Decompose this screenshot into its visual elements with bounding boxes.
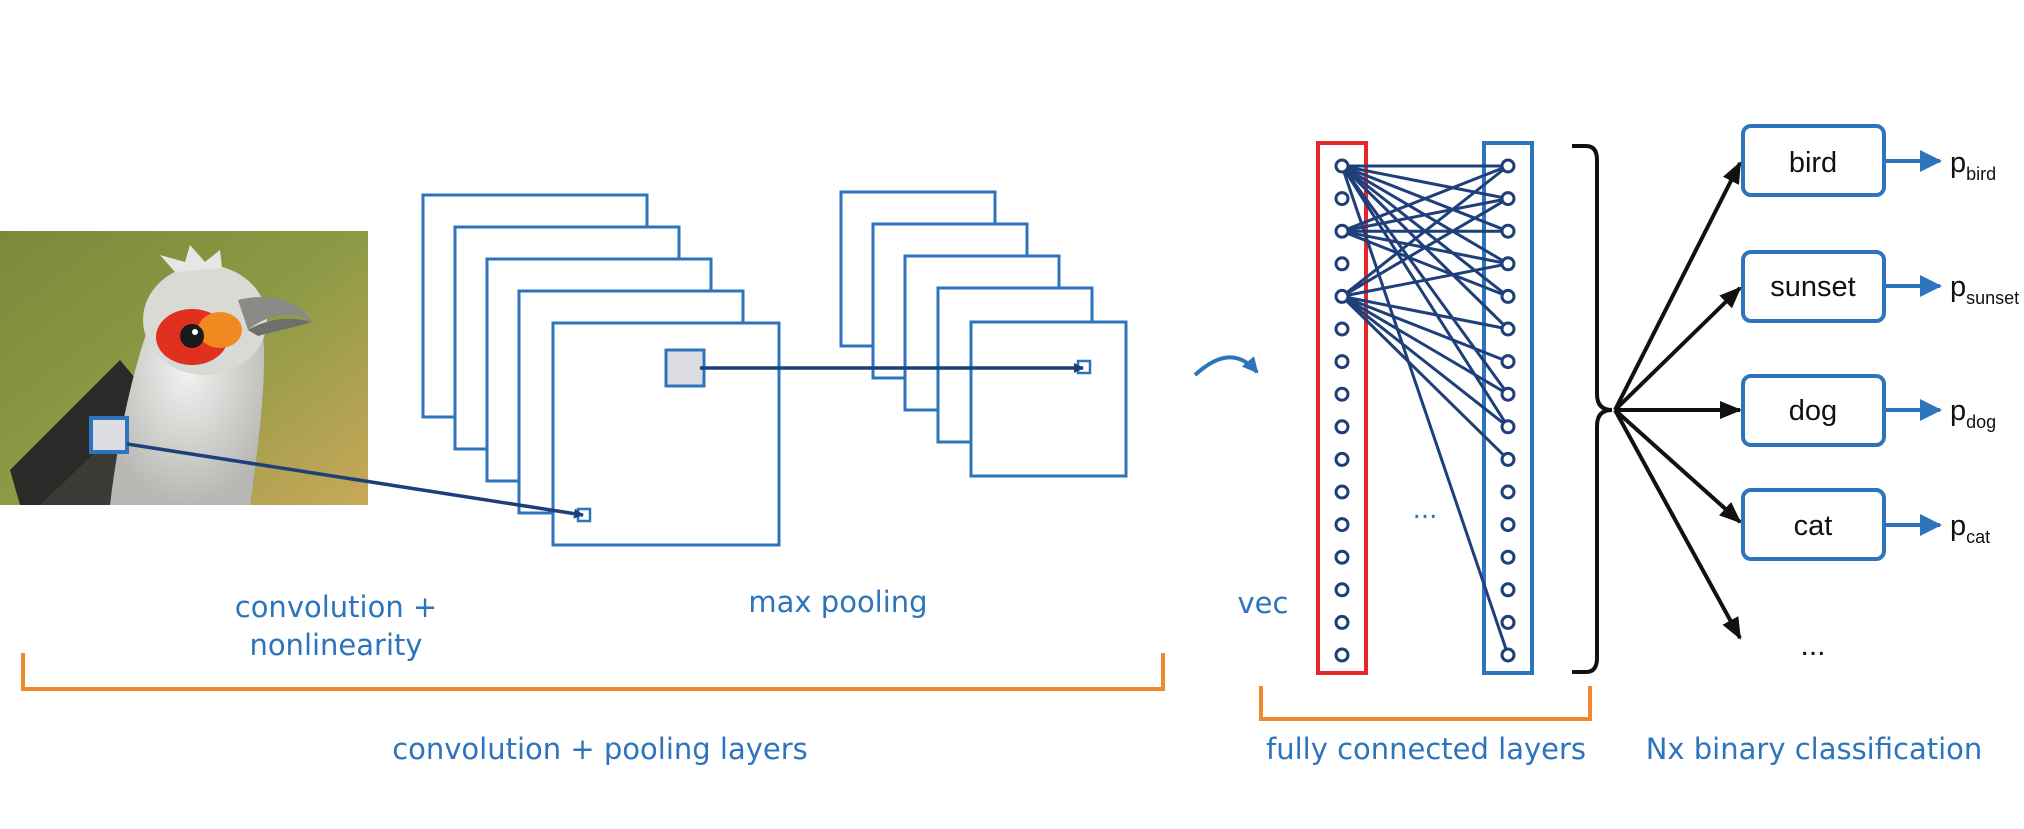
hidden-node: [1500, 647, 1516, 663]
hidden-node: [1500, 549, 1516, 565]
vec-node: [1334, 288, 1350, 304]
convolution-label-line1: convolution +: [235, 590, 437, 624]
vec-node: [1334, 321, 1350, 337]
flatten-arrow: [1193, 355, 1259, 377]
vec-node: [1334, 386, 1350, 402]
fc-output-bracket: [1572, 144, 1613, 674]
fc-connection: [1340, 165, 1510, 428]
hidden-node: [1500, 484, 1516, 500]
fc-connection: [1341, 164, 1509, 298]
class-label-cat: cat: [1794, 510, 1833, 542]
bird-photo: [0, 231, 368, 505]
fc-connection: [1341, 197, 1509, 233]
conv-pool-bracket: [21, 653, 1165, 691]
hidden-node: [1500, 158, 1516, 174]
vec-node: [1334, 647, 1350, 663]
vec-node: [1334, 451, 1350, 467]
vec-node: [1334, 549, 1350, 565]
hidden-node: [1500, 386, 1516, 402]
vec-node: [1334, 256, 1350, 272]
class-box-bird: bird pbird: [1741, 124, 1996, 197]
prob-sunset: psunset: [1950, 271, 2019, 308]
fc-connection: [1341, 164, 1509, 233]
fc-connection: [1341, 229, 1509, 298]
hidden-node: [1500, 419, 1516, 435]
more-classes-ellipsis: ...: [1800, 629, 1825, 662]
vec-node: [1334, 419, 1350, 435]
fc-connections: [1340, 164, 1510, 656]
prob-cat: pcat: [1950, 510, 1990, 547]
conv-pool-layers-label: convolution + pooling layers: [392, 732, 808, 766]
class-label-dog: dog: [1789, 395, 1837, 427]
convolution-feature-maps: [421, 193, 781, 547]
fc-connection: [1341, 262, 1509, 298]
convolution-label-line2: nonlinearity: [249, 628, 422, 662]
class-box-sunset: sunset psunset: [1741, 250, 2019, 323]
hidden-nodes: [1500, 158, 1516, 663]
hidden-node: [1500, 582, 1516, 598]
class-label-bird: bird: [1789, 147, 1837, 179]
hidden-node: [1500, 451, 1516, 467]
pool-map-5: [969, 320, 1128, 478]
fc-connection: [1340, 295, 1510, 461]
prob-dog: pdog: [1950, 395, 1996, 432]
fc-bracket: [1259, 686, 1592, 721]
vec-layer-box: [1316, 141, 1368, 675]
binary-classification-label: Nx binary classification: [1646, 732, 1983, 766]
conv-arrow: [126, 442, 584, 519]
hidden-node: [1500, 321, 1516, 337]
fc-connection: [1341, 164, 1509, 201]
fc-connection: [1341, 295, 1509, 428]
vec-label: vec: [1238, 586, 1289, 620]
hidden-node: [1500, 223, 1516, 239]
prob-bird: pbird: [1950, 147, 1996, 184]
max-pooling-label: max pooling: [748, 585, 927, 619]
vec-node: [1334, 223, 1350, 239]
class-label-sunset: sunset: [1770, 271, 1855, 303]
vec-node: [1334, 614, 1350, 630]
hidden-node: [1500, 517, 1516, 533]
class-box-cat: cat pcat: [1741, 488, 1990, 561]
receptive-field-patch: [89, 416, 129, 454]
hidden-node: [1500, 354, 1516, 370]
vec-node: [1334, 354, 1350, 370]
class-box-dog: dog pdog: [1741, 374, 1996, 447]
conv-output-patch: [664, 348, 706, 388]
fc-connection: [1340, 165, 1510, 656]
fc-connection: [1341, 197, 1509, 298]
fc-connection: [1341, 295, 1509, 363]
classification-arrows: [1613, 161, 1742, 640]
fc-connection: [1341, 295, 1509, 396]
vec-node: [1334, 517, 1350, 533]
vec-node: [1334, 191, 1350, 207]
vec-node: [1334, 158, 1350, 174]
hidden-node: [1500, 288, 1516, 304]
hidden-node: [1500, 256, 1516, 272]
vec-node: [1334, 582, 1350, 598]
vec-node: [1334, 484, 1350, 500]
pooling-feature-maps: [839, 190, 1128, 478]
vec-nodes: [1334, 158, 1350, 663]
hidden-node: [1500, 614, 1516, 630]
fully-connected-layers-label: fully connected layers: [1266, 732, 1586, 766]
fc-connection: [1341, 294, 1509, 331]
fc-ellipsis: ...: [1413, 495, 1438, 525]
hidden-node: [1500, 191, 1516, 207]
